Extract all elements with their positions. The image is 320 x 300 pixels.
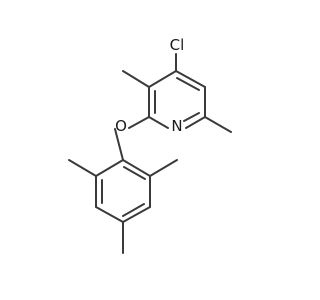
bond-ar-c4-c5	[95, 206, 124, 223]
bond-ar-c6-c1	[95, 159, 124, 177]
molecule-diagram: Cl O N	[68, 36, 232, 254]
bond-n-c6	[185, 116, 206, 129]
bond-n-c6-inner	[183, 112, 200, 122]
structure-canvas: Cl O N	[68, 36, 232, 254]
nitrogen-atom-label: N	[171, 117, 182, 135]
bond-c6-methyl	[204, 116, 232, 133]
bond-c3-methyl	[122, 70, 150, 88]
bond-ar-c6-methyl	[68, 159, 97, 177]
bond-ar-c2-methyl	[149, 159, 178, 177]
bond-c5-c4-inner	[176, 77, 200, 91]
bond-c2-o	[128, 116, 150, 129]
bond-o-c1prime	[114, 128, 124, 161]
bond-c5-c4	[175, 70, 206, 88]
bond-ar-c3-c4	[122, 206, 151, 223]
bond-c4-c3	[148, 70, 177, 88]
bond-ar-c1-c2-inner	[123, 166, 146, 180]
chlorine-atom-label: Cl	[170, 36, 185, 54]
oxygen-atom-label: O	[115, 117, 127, 135]
bond-ar-c3-c4-inner	[122, 203, 145, 217]
bond-ar-c1-c2	[122, 159, 151, 177]
bond-c2-n	[148, 116, 169, 129]
